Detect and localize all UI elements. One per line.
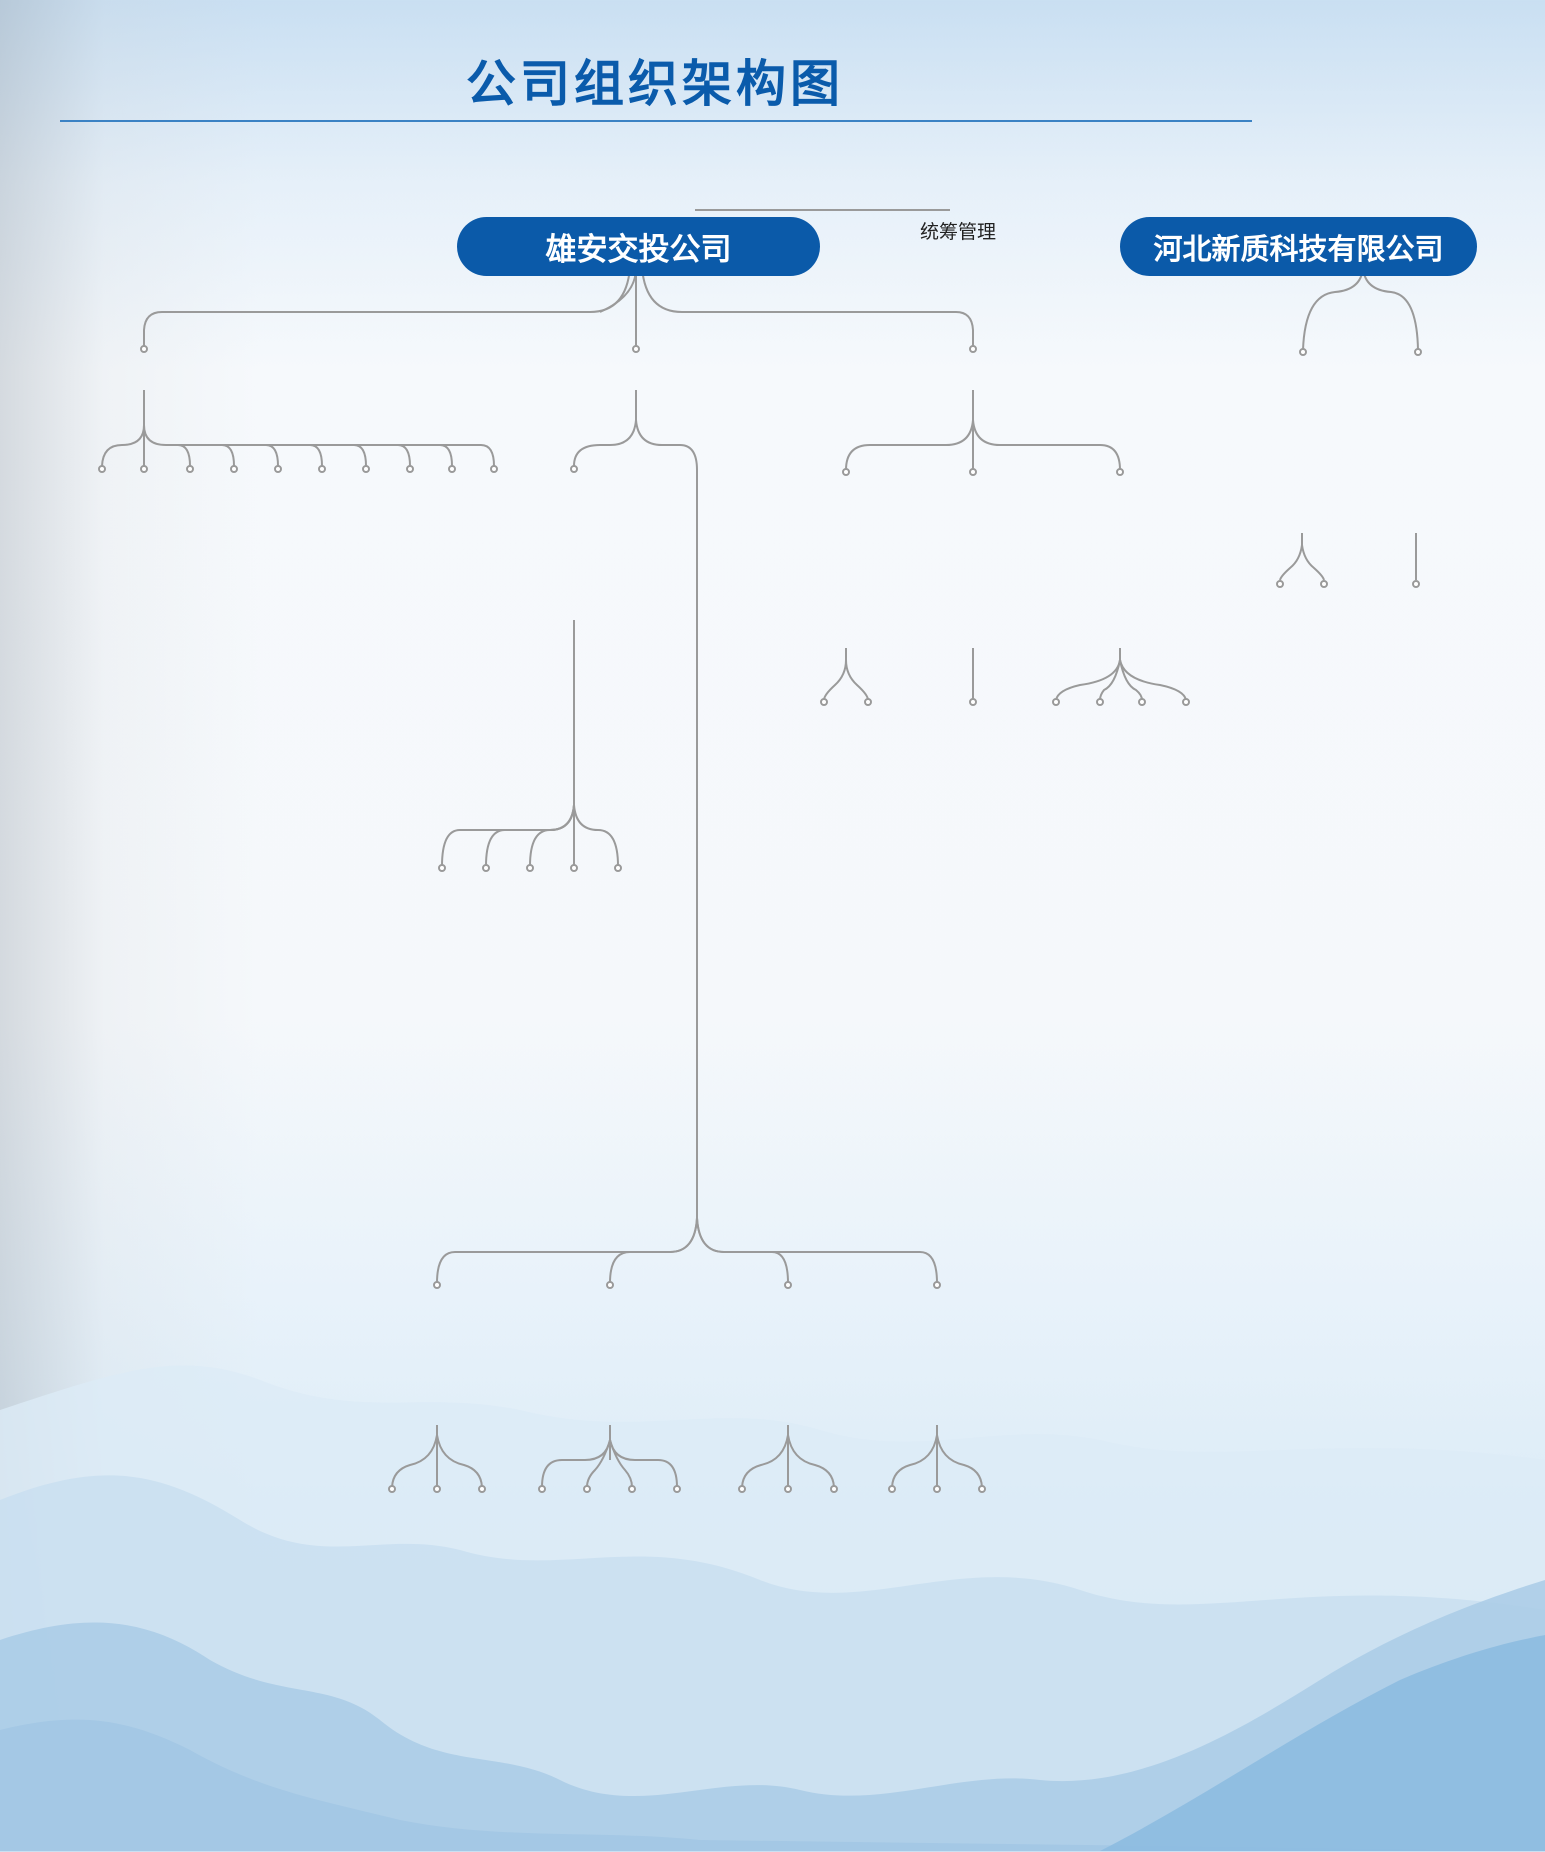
partner-label: 河北新质科技有限公司 [1153,231,1444,266]
partner-node: 河北新质科技有限公司 [1120,217,1477,276]
root-label: 雄安交投公司 [545,232,732,268]
root-node: 雄安交投公司 [457,217,820,276]
title-divider [60,120,1252,122]
relation-label: 统筹管理 [920,221,997,243]
page-title: 公司组织架构图 [466,55,844,113]
